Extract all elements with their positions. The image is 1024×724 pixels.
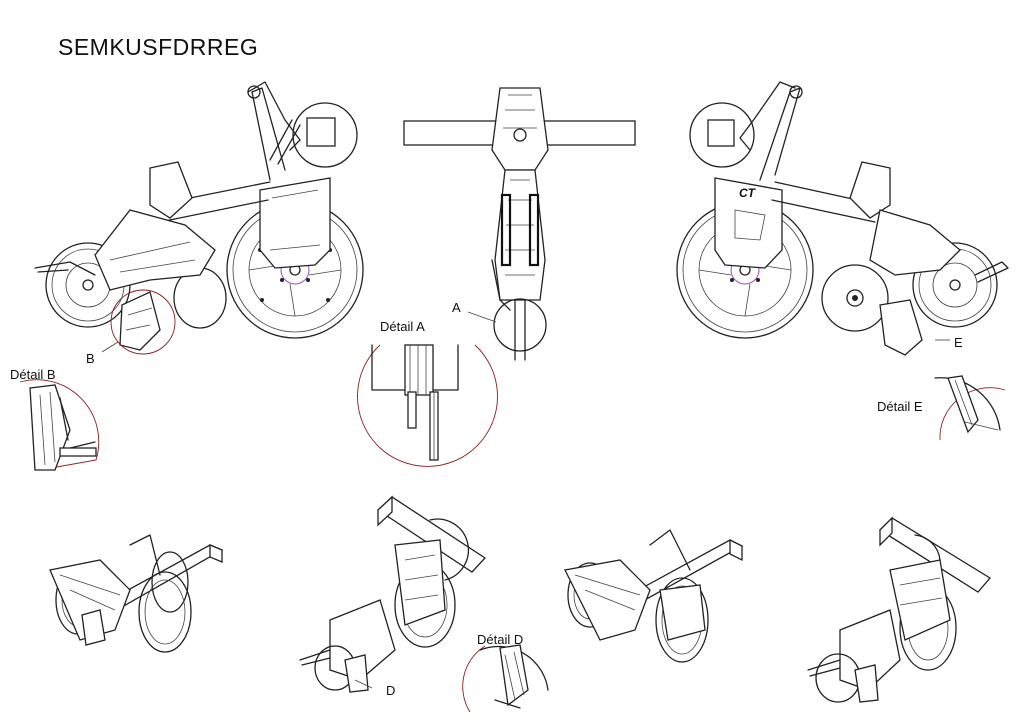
detail-a-title: Détail A — [380, 319, 425, 334]
iso-view-3 — [564, 529, 744, 663]
detail-d-view — [462, 644, 549, 713]
drawing-title: SEMKUSFDRREG — [58, 34, 259, 60]
detail-e-title: Détail E — [877, 399, 923, 414]
callout-b: B — [86, 351, 95, 366]
detail-b-view — [19, 379, 100, 471]
side-view-right — [676, 81, 1009, 356]
detail-b-title: Détail B — [10, 367, 56, 382]
detail-d-title: Détail D — [477, 632, 524, 647]
callout-e: E — [954, 335, 963, 350]
brand-mark: CT — [739, 186, 755, 200]
iso-view-4 — [807, 516, 991, 703]
detail-e-view — [934, 375, 1006, 441]
detail-a-view — [357, 344, 498, 467]
callout-d: D — [386, 683, 396, 698]
side-view-left — [34, 81, 364, 355]
callout-a: A — [452, 300, 461, 315]
iso-view-2 — [299, 495, 486, 693]
front-view-center — [403, 87, 636, 361]
iso-view-1 — [49, 534, 224, 653]
